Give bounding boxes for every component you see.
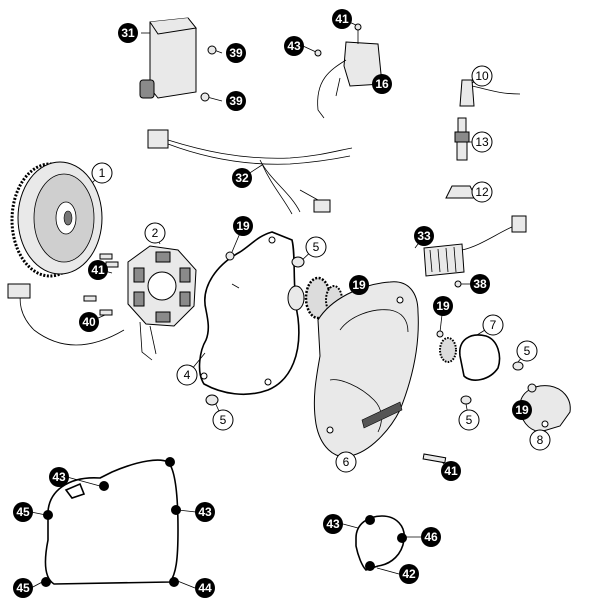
dowel-part-5-c — [460, 395, 472, 405]
dowel-part-5-d — [512, 361, 524, 371]
screw-part-38 — [454, 280, 462, 288]
callout-number: 38 — [473, 277, 487, 291]
wiring-harness-part-32 — [147, 129, 353, 215]
callout-number: 12 — [475, 185, 489, 199]
small-gasket-part-46 — [355, 515, 407, 571]
callout-number: 41 — [335, 12, 349, 26]
callout-number: 8 — [537, 433, 544, 447]
callout-39b: 39 — [226, 91, 246, 111]
callout-number: 43 — [287, 39, 301, 53]
callout-number: 46 — [424, 530, 438, 544]
callout-number: 41 — [444, 464, 458, 478]
ignition-cover-part-6 — [313, 281, 447, 464]
callout-number: 43 — [52, 470, 66, 484]
callout-number: 45 — [16, 505, 30, 519]
callout-16: 16 — [372, 74, 392, 94]
callout-19b: 19 — [349, 275, 369, 295]
callout-43d: 43 — [323, 514, 343, 534]
callout-10: 10 — [471, 65, 493, 87]
callout-46: 46 — [421, 527, 441, 547]
callout-38: 38 — [470, 274, 490, 294]
callout-number: 10 — [475, 69, 489, 83]
callout-number: 31 — [121, 26, 135, 40]
callout-number: 39 — [229, 46, 243, 60]
callout-33: 33 — [414, 226, 434, 246]
callout-number: 5 — [524, 344, 531, 358]
callout-8: 8 — [529, 429, 551, 451]
small-gasket-part-7 — [459, 334, 501, 381]
callout-5c: 5 — [458, 409, 480, 431]
voltage-regulator-part-33 — [423, 215, 527, 277]
callout-19c: 19 — [433, 296, 453, 316]
callout-number: 19 — [515, 403, 529, 417]
callout-number: 1 — [99, 166, 106, 180]
callout-5d: 5 — [516, 340, 538, 362]
callout-40: 40 — [79, 312, 99, 332]
callout-number: 42 — [402, 567, 416, 581]
callout-number: 45 — [16, 581, 30, 595]
callout-number: 19 — [436, 299, 450, 313]
callout-number: 19 — [352, 278, 366, 292]
ignition-coil-part-16 — [314, 23, 383, 119]
callout-number: 4 — [184, 368, 191, 382]
callout-6: 6 — [335, 451, 357, 473]
callout-19a: 19 — [233, 216, 253, 236]
callout-number: 43 — [326, 517, 340, 531]
callout-number: 5 — [220, 413, 227, 427]
cover-gasket-part-4 — [198, 231, 300, 396]
washer-part-19-a — [225, 251, 235, 261]
callout-4: 4 — [176, 364, 198, 386]
callout-5a: 5 — [305, 236, 327, 258]
callouts: 31 39 39 41 43 16 10 13 12 32 1 2 41 40 … — [13, 9, 551, 598]
callout-number: 40 — [82, 315, 96, 329]
plug-cap-part-12 — [445, 185, 477, 199]
callout-2: 2 — [144, 222, 166, 244]
callout-41b: 41 — [88, 260, 108, 280]
dowel-part-5-a — [291, 256, 305, 268]
callout-43a: 43 — [284, 36, 304, 56]
washer-part-19-d — [527, 383, 537, 393]
callout-42: 42 — [399, 564, 419, 584]
large-gasket-part-44 — [41, 457, 181, 587]
callout-number: 41 — [91, 263, 105, 277]
callout-number: 5 — [313, 240, 320, 254]
callout-number: 43 — [198, 505, 212, 519]
callout-43b: 43 — [49, 467, 69, 487]
dowel-part-5-b — [205, 394, 219, 406]
spark-plug-part-13 — [454, 117, 470, 161]
callout-number: 39 — [229, 94, 243, 108]
callout-32: 32 — [232, 168, 252, 188]
callout-45a: 45 — [13, 502, 33, 522]
callout-number: 6 — [343, 455, 350, 469]
callout-7: 7 — [482, 314, 504, 336]
callout-number: 5 — [466, 413, 473, 427]
callout-31: 31 — [118, 23, 138, 43]
callout-1: 1 — [91, 162, 113, 184]
stator-part-2 — [7, 245, 197, 361]
callout-44: 44 — [195, 578, 215, 598]
gear-part-19-c — [436, 330, 457, 363]
callout-5b: 5 — [212, 409, 234, 431]
callout-number: 44 — [198, 581, 212, 595]
callout-number: 32 — [235, 171, 249, 185]
callout-43c: 43 — [195, 502, 215, 522]
callout-12: 12 — [471, 181, 493, 203]
callout-41c: 41 — [441, 461, 461, 481]
callout-13: 13 — [471, 131, 493, 153]
callout-number: 13 — [475, 135, 489, 149]
flywheel-part-1 — [10, 161, 103, 278]
callout-number: 33 — [417, 229, 431, 243]
callout-number: 2 — [152, 226, 159, 240]
ignition-box-part-31 — [139, 17, 217, 102]
callout-19d: 19 — [512, 400, 532, 420]
callout-39a: 39 — [226, 43, 246, 63]
callout-number: 7 — [490, 318, 497, 332]
callout-number: 16 — [375, 77, 389, 91]
callout-41a: 41 — [332, 9, 352, 29]
spark-plug-boot-part-10 — [459, 79, 521, 107]
callout-number: 19 — [236, 219, 250, 233]
callout-45b: 45 — [13, 578, 33, 598]
